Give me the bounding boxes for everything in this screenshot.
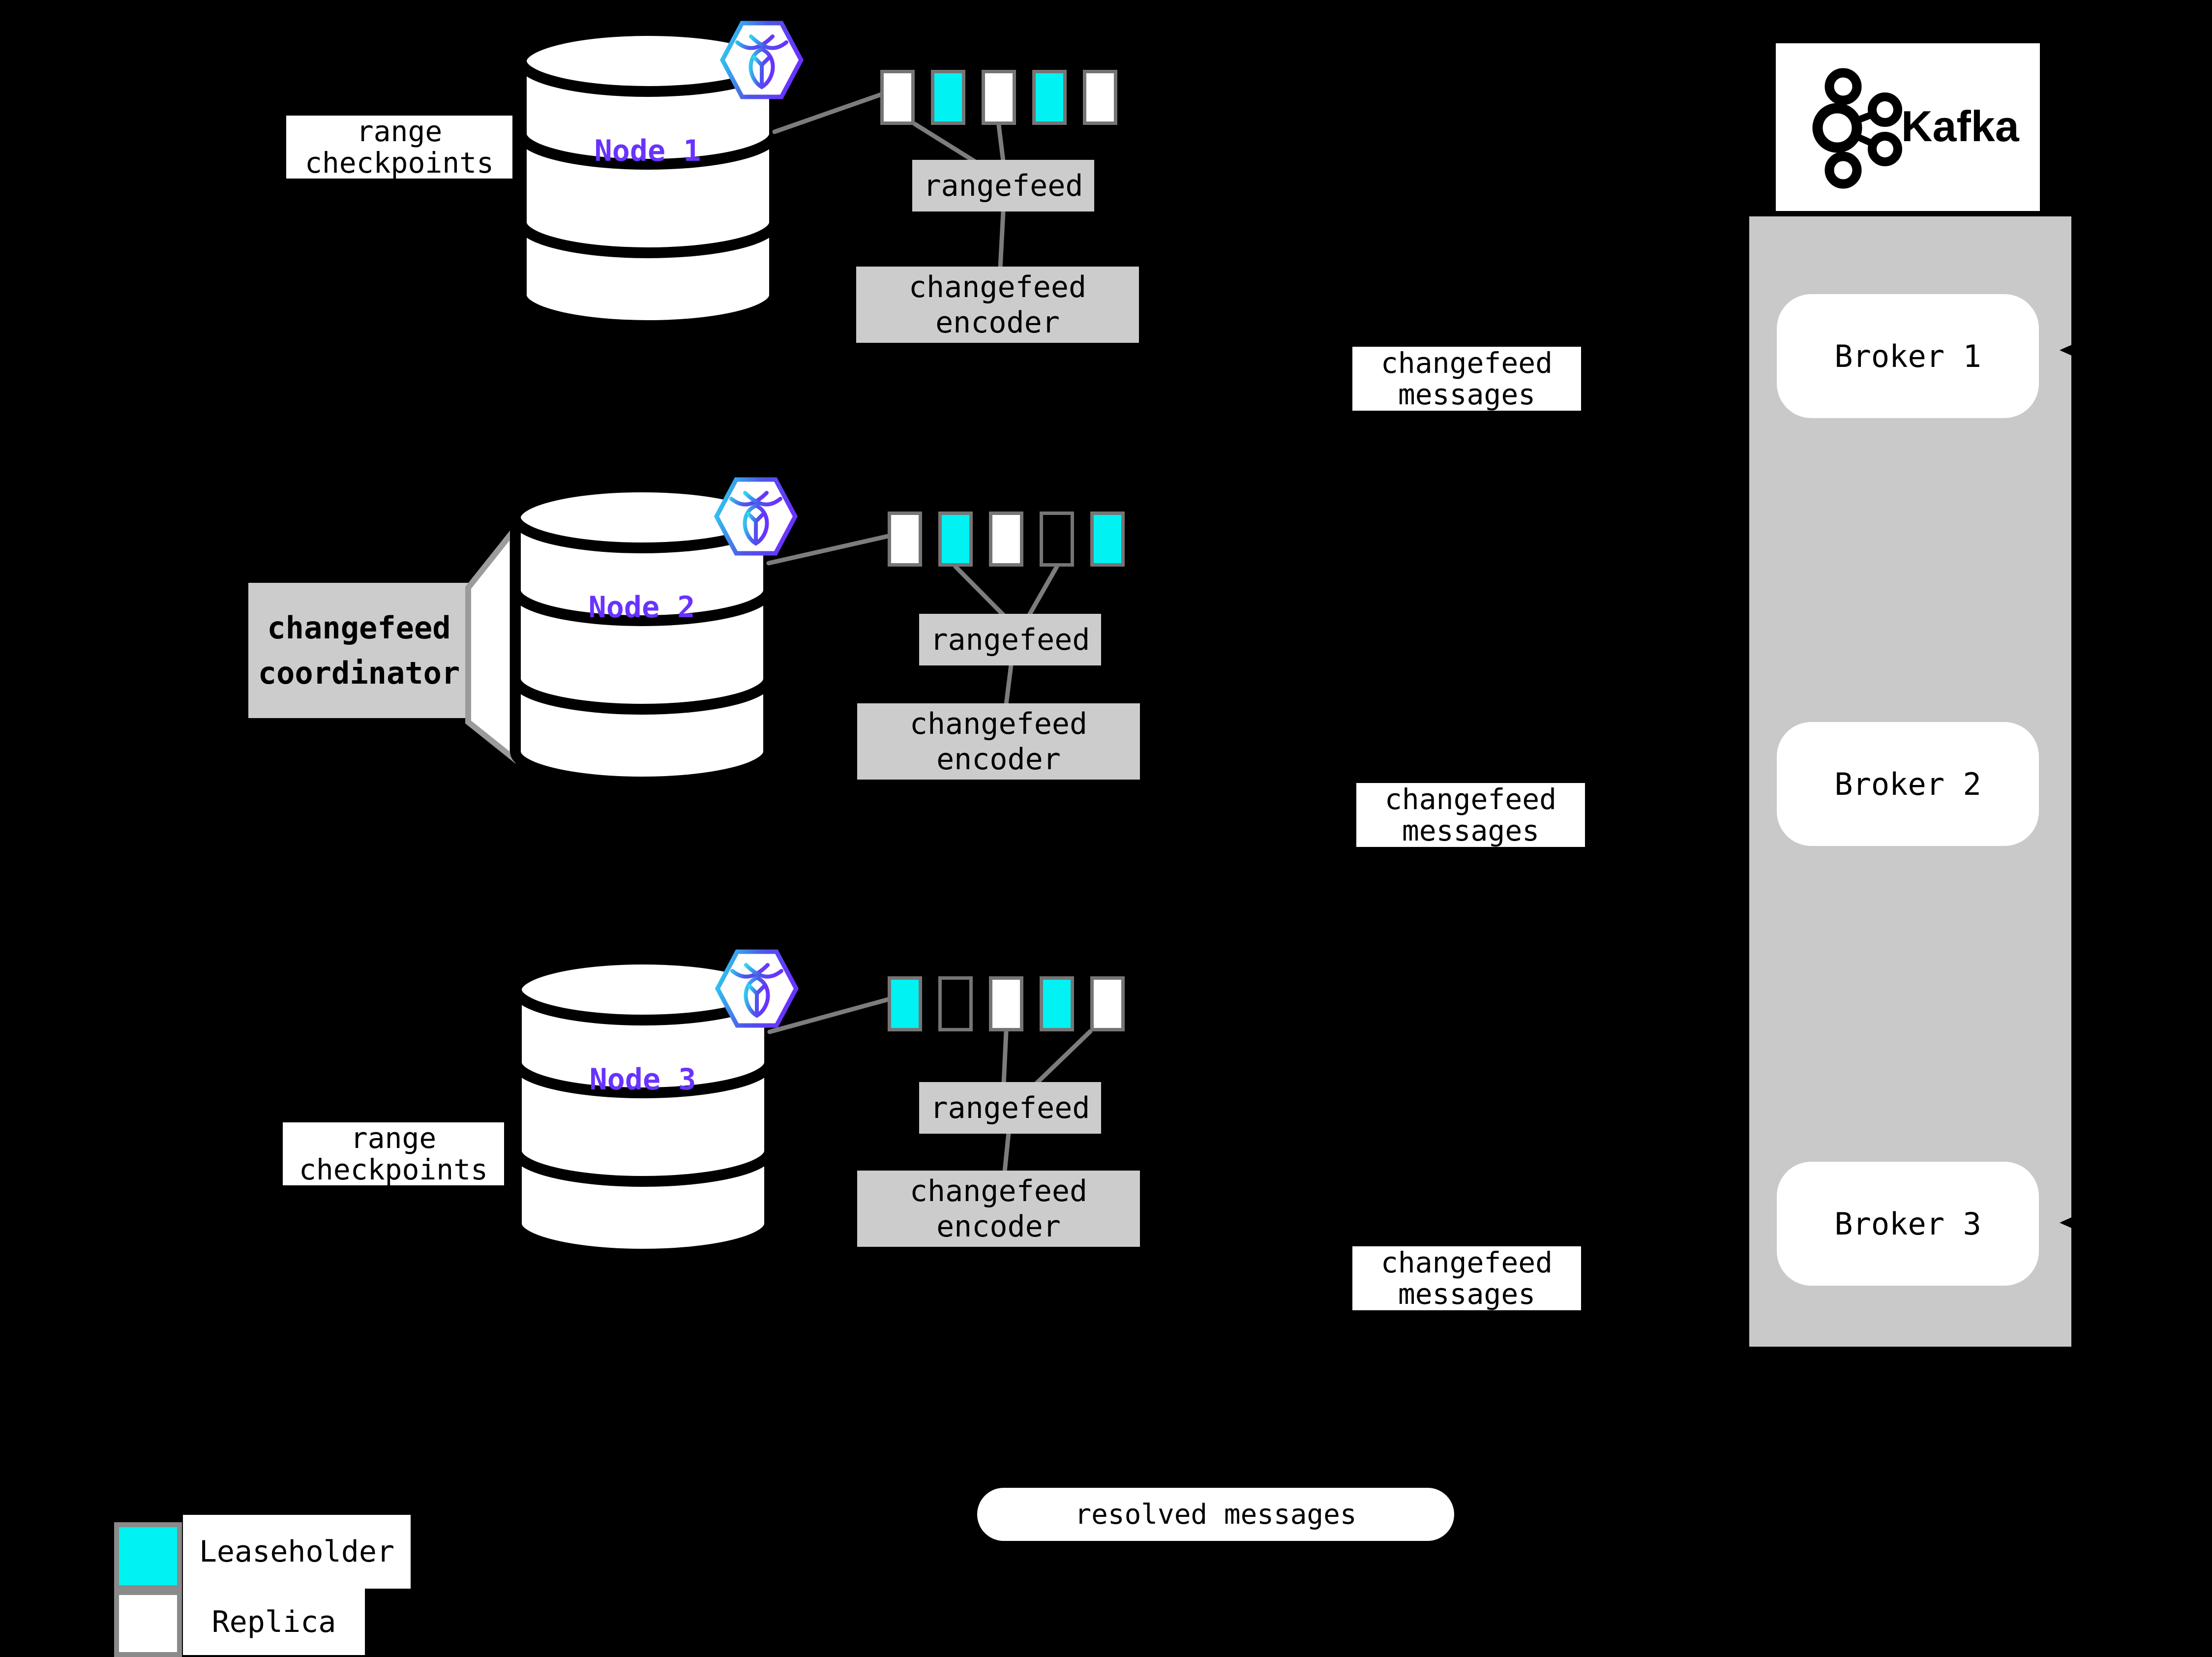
range-square [1040, 512, 1074, 567]
kafka-logo-icon [1812, 68, 1902, 189]
range-checkpoints-line1: range [350, 1122, 437, 1155]
rangefeed-label: rangefeed [923, 168, 1083, 203]
range-square [888, 512, 922, 567]
kafka-logo-box: Kafka [1776, 43, 2040, 211]
range-checkpoints-line1: range [356, 116, 443, 148]
range-checkpoints-label-bottom: range checkpoints [283, 1122, 504, 1185]
node1-name: Node 1 [594, 134, 701, 168]
changefeed-encoder-box-node2: changefeed encoder [857, 703, 1140, 780]
range-square [1083, 70, 1117, 125]
range-square [938, 976, 973, 1031]
messages-line1: changefeed [1380, 346, 1553, 380]
rangefeed-box-node3: rangefeed [919, 1082, 1101, 1134]
range-square [938, 512, 973, 567]
arrowhead-icon [2060, 338, 2086, 362]
range-square [1032, 70, 1067, 125]
encoder-label-line2: encoder [935, 305, 1060, 340]
changefeed-coordinator-box: changefeed coordinator [248, 583, 470, 718]
node3-name: Node 3 [589, 1062, 696, 1097]
broker-list: Broker 1 Broker 2 Broker 3 [1749, 216, 2071, 1347]
rangefeed-label: rangefeed [930, 622, 1090, 657]
arrowhead-icon [2060, 1211, 2086, 1235]
resolved-messages-pill: resolved messages [977, 1488, 1454, 1541]
changefeed-messages-label-2: changefeed messages [1356, 783, 1585, 847]
range-square [989, 512, 1023, 567]
messages-line2: messages [1398, 1277, 1536, 1311]
node1-cylinder [516, 25, 780, 331]
node2-name: Node 2 [588, 590, 695, 625]
encoder-label-line2: encoder [936, 742, 1061, 777]
changefeed-messages-label-1: changefeed messages [1352, 347, 1581, 411]
encoder-label-line1: changefeed [909, 706, 1088, 741]
encoder-label-line1: changefeed [908, 270, 1087, 304]
range-checkpoints-line2: checkpoints [304, 146, 494, 179]
encoder-label-line2: encoder [936, 1209, 1061, 1244]
rangefeed-box-node1: rangefeed [912, 160, 1094, 211]
broker-2: Broker 2 [1777, 722, 2039, 846]
messages-line1: changefeed [1384, 783, 1557, 816]
range-square [1040, 976, 1074, 1031]
range-square [931, 70, 965, 125]
replica-swatch [114, 1590, 182, 1657]
changefeed-messages-label-3: changefeed messages [1352, 1246, 1581, 1310]
range-square [888, 976, 922, 1031]
messages-line2: messages [1402, 814, 1540, 847]
coordinator-callout-pointer [465, 523, 515, 764]
range-square [989, 976, 1023, 1031]
broker-1: Broker 1 [1777, 294, 2039, 418]
range-checkpoints-label-top: range checkpoints [286, 116, 512, 179]
range-square [880, 70, 915, 125]
cockroachdb-logo-icon [714, 477, 798, 556]
range-square [982, 70, 1016, 125]
messages-line1: changefeed [1380, 1246, 1553, 1279]
changefeed-encoder-box-node3: changefeed encoder [857, 1171, 1140, 1247]
coordinator-label-line1: changefeed [267, 609, 451, 646]
cockroachdb-logo-icon [719, 21, 804, 99]
range-checkpoints-line2: checkpoints [299, 1153, 488, 1185]
legend-replica-label: Replica [183, 1589, 365, 1655]
legend-leaseholder-label: Leaseholder [183, 1515, 411, 1589]
broker-3: Broker 3 [1777, 1162, 2039, 1286]
kafka-wordmark: Kafka [1901, 102, 2019, 151]
rangefeed-box-node2: rangefeed [919, 614, 1101, 665]
range-square [1090, 512, 1125, 567]
leaseholder-swatch [114, 1522, 182, 1590]
rangefeed-label: rangefeed [930, 1090, 1090, 1125]
cockroachdb-logo-icon [715, 949, 799, 1028]
changefeed-encoder-box-node1: changefeed encoder [856, 267, 1139, 343]
range-square [1090, 976, 1125, 1031]
messages-line2: messages [1398, 378, 1536, 411]
connector-lines [766, 92, 1093, 1174]
encoder-label-line1: changefeed [909, 1174, 1088, 1208]
node3-cylinder [511, 954, 775, 1260]
node2-cylinder [510, 482, 774, 787]
coordinator-label-line2: coordinator [258, 655, 460, 691]
